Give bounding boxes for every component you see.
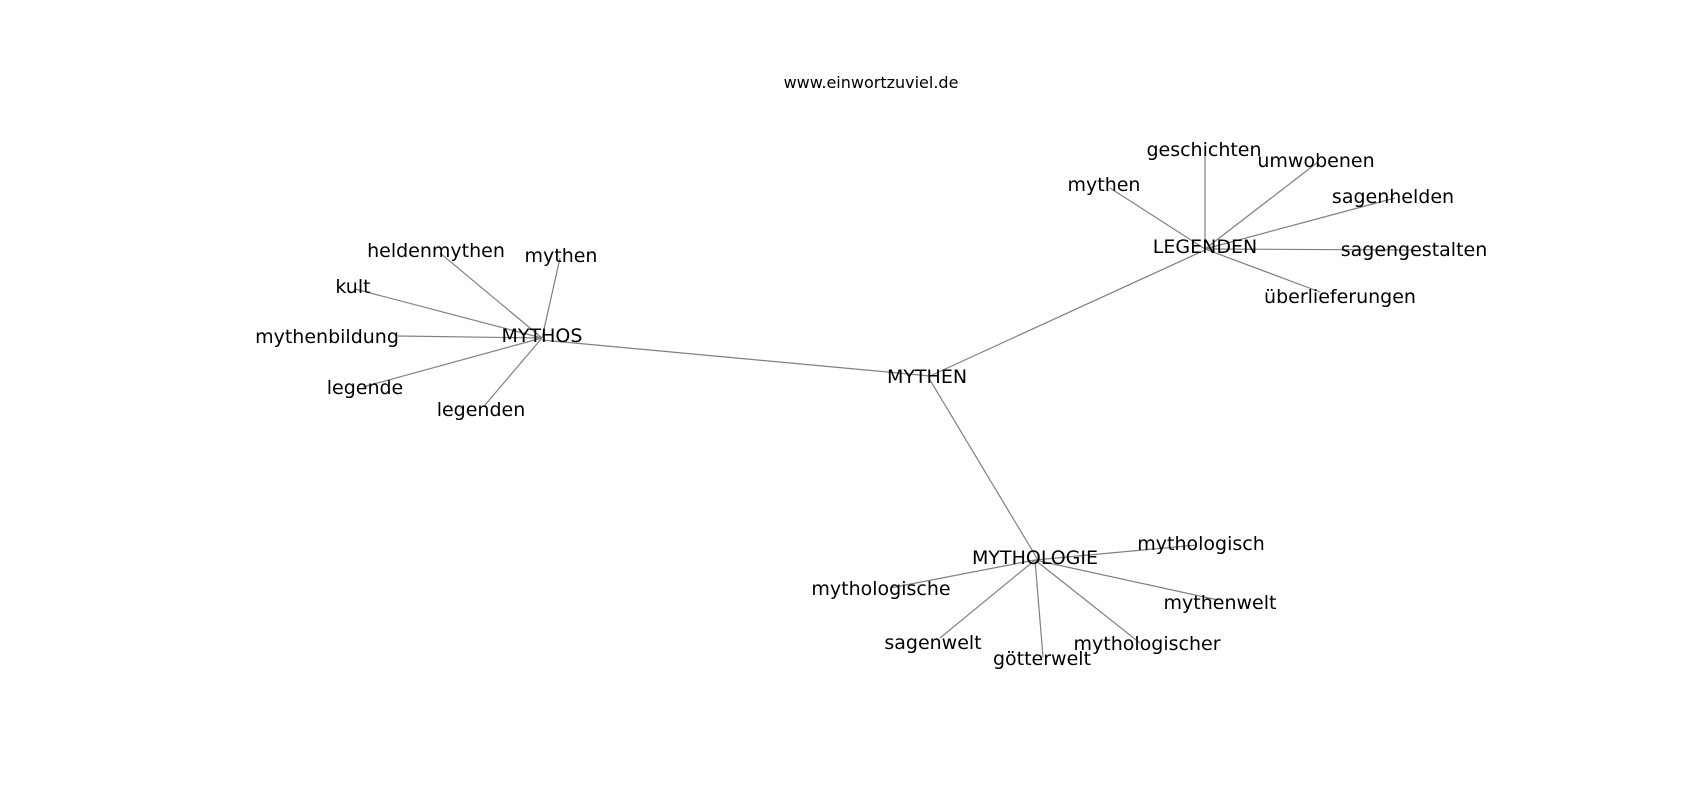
labels-layer: www.einwortzuviel.de MYTHEN MYTHOS LEGENDE… <box>255 73 1487 670</box>
edge-root-hub-0 <box>541 339 931 377</box>
watermark-text: www.einwortzuviel.de <box>784 73 959 92</box>
node-leaf-label: mythenbildung <box>255 326 399 348</box>
edge-hub-2-leaf-4 <box>1034 559 1044 658</box>
node-leaf-label: sagengestalten <box>1341 239 1488 261</box>
edge-hub-2-leaf-2 <box>1034 559 1219 601</box>
edge-hub-0-leaf-5 <box>484 337 543 406</box>
edge-root-hub-2 <box>929 379 1039 561</box>
node-leaf-label: götterwelt <box>993 648 1091 670</box>
node-hub-label: MYTHOLOGIE <box>972 547 1098 569</box>
edge-hub-2-leaf-1 <box>889 559 1036 589</box>
edge-hub-0-leaf-1 <box>541 257 561 339</box>
edge-hub-1-leaf-4 <box>1204 248 1416 251</box>
node-leaf-label: umwobenen <box>1257 150 1374 172</box>
node-leaf-label: legenden <box>437 399 526 421</box>
node-leaf-label: kult <box>335 276 370 298</box>
edge-hub-2-leaf-3 <box>939 559 1036 639</box>
node-leaf-label: sagenhelden <box>1332 186 1454 208</box>
node-root-label: MYTHEN <box>887 366 967 388</box>
node-leaf-label: mythologische <box>811 578 950 600</box>
edge-hub-0-leaf-2 <box>354 288 543 339</box>
edge-root-hub-1 <box>929 249 1206 377</box>
edge-hub-2-leaf-5 <box>1034 559 1141 644</box>
edge-hub-0-leaf-0 <box>439 252 543 339</box>
node-hub-label: MYTHOS <box>502 325 583 347</box>
node-hub-label: LEGENDEN <box>1153 236 1257 258</box>
edge-hub-1-leaf-2 <box>1109 187 1206 250</box>
node-leaf-label: mythen <box>1068 174 1141 196</box>
node-leaf-label: mythenwelt <box>1164 592 1277 614</box>
edge-hub-1-leaf-1 <box>1204 161 1319 250</box>
edge-hub-1-leaf-5 <box>1204 248 1321 293</box>
node-leaf-label: mythologischer <box>1074 633 1221 655</box>
node-leaf-label: mythologisch <box>1137 533 1265 555</box>
node-leaf-label: sagenwelt <box>884 632 981 654</box>
edges-layer <box>354 152 1416 658</box>
edge-hub-0-leaf-3 <box>397 335 543 339</box>
edge-hub-1-leaf-3 <box>1204 197 1396 250</box>
node-leaf-label: geschichten <box>1146 139 1261 161</box>
node-leaf-label: mythen <box>525 245 598 267</box>
edge-hub-2-leaf-0 <box>1034 544 1198 561</box>
node-leaf-label: überlieferungen <box>1264 286 1416 308</box>
edge-hub-0-leaf-4 <box>362 337 543 388</box>
node-leaf-label: legende <box>327 377 404 399</box>
node-leaf-label: heldenmythen <box>367 240 505 262</box>
